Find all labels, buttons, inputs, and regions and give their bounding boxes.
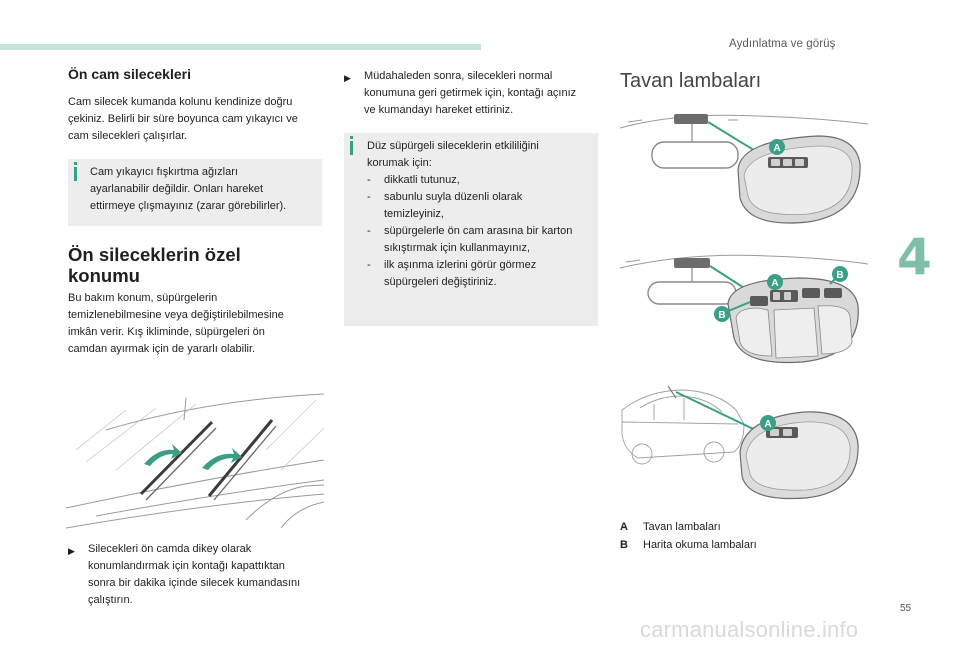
text-line: süpürgelerle ön cam arasına bir karton	[384, 225, 573, 237]
page-number: 55	[900, 603, 912, 614]
text-line: konumlandırmak için kontağı kapattıktan	[88, 560, 285, 572]
mirror-mount	[674, 114, 708, 124]
text-line: korumak için:	[367, 157, 432, 169]
dash-mark: -	[367, 174, 371, 186]
section-title: Aydınlatma ve görüş	[729, 38, 836, 50]
arrow-bullet-icon: ▶	[344, 73, 351, 83]
info-box-washer: Cam yıkayıcı fışkırtma ağızları ayarlana…	[68, 159, 322, 226]
legend-item-a: A Tavan lambaları	[620, 519, 820, 536]
text-line: ve kumandayı hareket ettiriniz.	[364, 104, 514, 116]
text-line: çalıştırın.	[88, 594, 133, 606]
text-line: Bu bakım konum, süpürgelerin	[68, 292, 218, 304]
wiper-blade-left	[139, 420, 217, 501]
info-box-text: Cam yıkayıcı fışkırtma ağızları ayarlana…	[90, 164, 286, 215]
heading-ceiling-lamps: Tavan lambaları	[620, 70, 762, 92]
legend-key: A	[620, 521, 628, 533]
bullet-vertical-position: ▶ Silecekleri ön camda dikey olarak konu…	[68, 541, 328, 611]
callout-label: A	[764, 419, 771, 430]
text-line: süpürgeleri değiştiriniz.	[384, 276, 497, 288]
heading-special-position: Ön sileceklerin özel konumu	[68, 244, 241, 286]
text-line: sıkıştırmak için kullanmayınız,	[384, 242, 531, 254]
legend-text: Harita okuma lambaları	[643, 539, 757, 551]
text-line: temizlenebilmesine veya değiştirilebilme…	[68, 309, 284, 321]
text-line: ayarlanabilir değildir. Onları hareket	[90, 183, 264, 195]
callout-a-2: A	[767, 274, 783, 290]
callout-label: B	[718, 310, 725, 321]
dash-mark: -	[367, 259, 371, 271]
text-line: ilk aşınma izlerini görür görmez	[384, 259, 537, 271]
bullet-text: Silecekleri ön camda dikey olarak konuml…	[88, 541, 300, 609]
callout-a-3: A	[760, 415, 776, 431]
text-line: Cam yıkayıcı fışkırtma ağızları	[90, 166, 238, 178]
text-line: çekiniz. Belirli bir süre boyunca cam yı…	[68, 113, 298, 125]
list-item: - süpürgelerle ön cam arasına bir karton…	[367, 223, 597, 257]
text-line: cam silecekleri çalışırlar.	[68, 130, 188, 142]
text-line: Müdahaleden sonra, silecekleri normal	[364, 70, 553, 82]
car-outline	[621, 389, 745, 465]
map-light-right	[817, 305, 853, 355]
mirror-mount	[674, 258, 710, 268]
text-line: temizleyiniz,	[384, 208, 444, 220]
text-line: sabunlu suyla düzenli olarak	[384, 191, 523, 203]
info-box-flat-blade: Düz süpürgeli sileceklerin etkililiğini …	[344, 133, 598, 326]
chapter-number: 4	[897, 228, 932, 286]
callout-b-2: B	[714, 306, 730, 322]
heading-wipers: Ön cam silecekleri	[68, 66, 191, 82]
info-icon	[74, 162, 77, 181]
text-line: Düz süpürgeli sileceklerin etkililiğini	[367, 140, 539, 152]
wiper-illustration	[66, 393, 324, 529]
watermark: carmanualsonline.info	[640, 617, 859, 642]
heading-line: konumu	[68, 265, 140, 286]
text-line: konumuna geri getirmek için, kontağı açı…	[364, 87, 577, 99]
lamp-switch	[766, 427, 798, 438]
special-paragraph: Bu bakım konum, süpürgelerin temizlenebi…	[68, 290, 284, 358]
list-item: - ilk aşınma izlerini görür görmez süpür…	[367, 257, 597, 291]
list-item-text: ilk aşınma izlerini görür görmez süpürge…	[384, 257, 536, 291]
legend-key: B	[620, 539, 628, 551]
list-item: - sabunlu suyla düzenli olarak temizleyi…	[367, 189, 597, 223]
text-line: Cam silecek kumanda kolunu kendinize doğ…	[68, 96, 293, 108]
lamp-switches	[750, 288, 842, 306]
wipers-paragraph: Cam silecek kumanda kolunu kendinize doğ…	[68, 94, 298, 145]
ceiling-lamp-illustration-c: A	[621, 385, 859, 500]
text-line: Silecekleri ön camda dikey olarak	[88, 543, 252, 555]
header-accent-bar	[0, 44, 481, 50]
text-line: camdan ayırmak için de yararlı olabilir.	[68, 343, 256, 355]
callout-label: B	[836, 270, 843, 281]
legend-text: Tavan lambaları	[643, 521, 721, 533]
dash-mark: -	[367, 191, 371, 203]
map-light-left	[735, 307, 773, 357]
rear-view-mirror	[651, 141, 739, 169]
bullet-text: Müdahaleden sonra, silecekleri normal ko…	[364, 68, 576, 119]
info-box-text: Düz süpürgeli sileceklerin etkililiğini …	[367, 138, 597, 291]
heading-line: Ön sileceklerin özel	[68, 244, 241, 265]
windshield-top-edge	[105, 393, 324, 431]
arrow-right-icon	[202, 448, 242, 470]
text-line: sonra bir dakika içinde silecek kumandas…	[88, 577, 301, 589]
rear-view-mirror	[647, 281, 737, 305]
list-item-text: süpürgelerle ön cam arasına bir karton s…	[384, 223, 572, 257]
list-item-text: sabunlu suyla düzenli olarak temizleyini…	[384, 189, 522, 223]
wiper-blade-right	[207, 419, 277, 501]
arrow-left-icon	[144, 444, 182, 466]
lamp-switch	[768, 157, 808, 168]
arrow-bullet-icon: ▶	[68, 546, 75, 556]
bullet-return-position: ▶ Müdahaleden sonra, silecekleri normal …	[344, 68, 604, 120]
ceiling-lamp-illustration-b: A B B	[619, 254, 868, 364]
list-item: - dikkatli tutunuz,	[367, 172, 597, 189]
callout-a-1: A	[769, 139, 785, 155]
text-line: imkân verir. Kış ikliminde, süpürgeleri …	[68, 326, 265, 338]
dash-mark: -	[367, 225, 371, 237]
callout-label: A	[771, 278, 778, 289]
text-line: ettirmeye çlışmayınız (zarar görebilirle…	[90, 200, 287, 212]
text-line: dikkatli tutunuz,	[384, 174, 460, 186]
callout-label: A	[773, 143, 780, 154]
info-icon	[350, 136, 353, 155]
callout-b-1: B	[832, 266, 848, 282]
ceiling-light-center	[773, 307, 819, 359]
legend-item-b: B Harita okuma lambaları	[620, 537, 820, 554]
ceiling-lamp-illustration-a: A	[619, 114, 868, 224]
